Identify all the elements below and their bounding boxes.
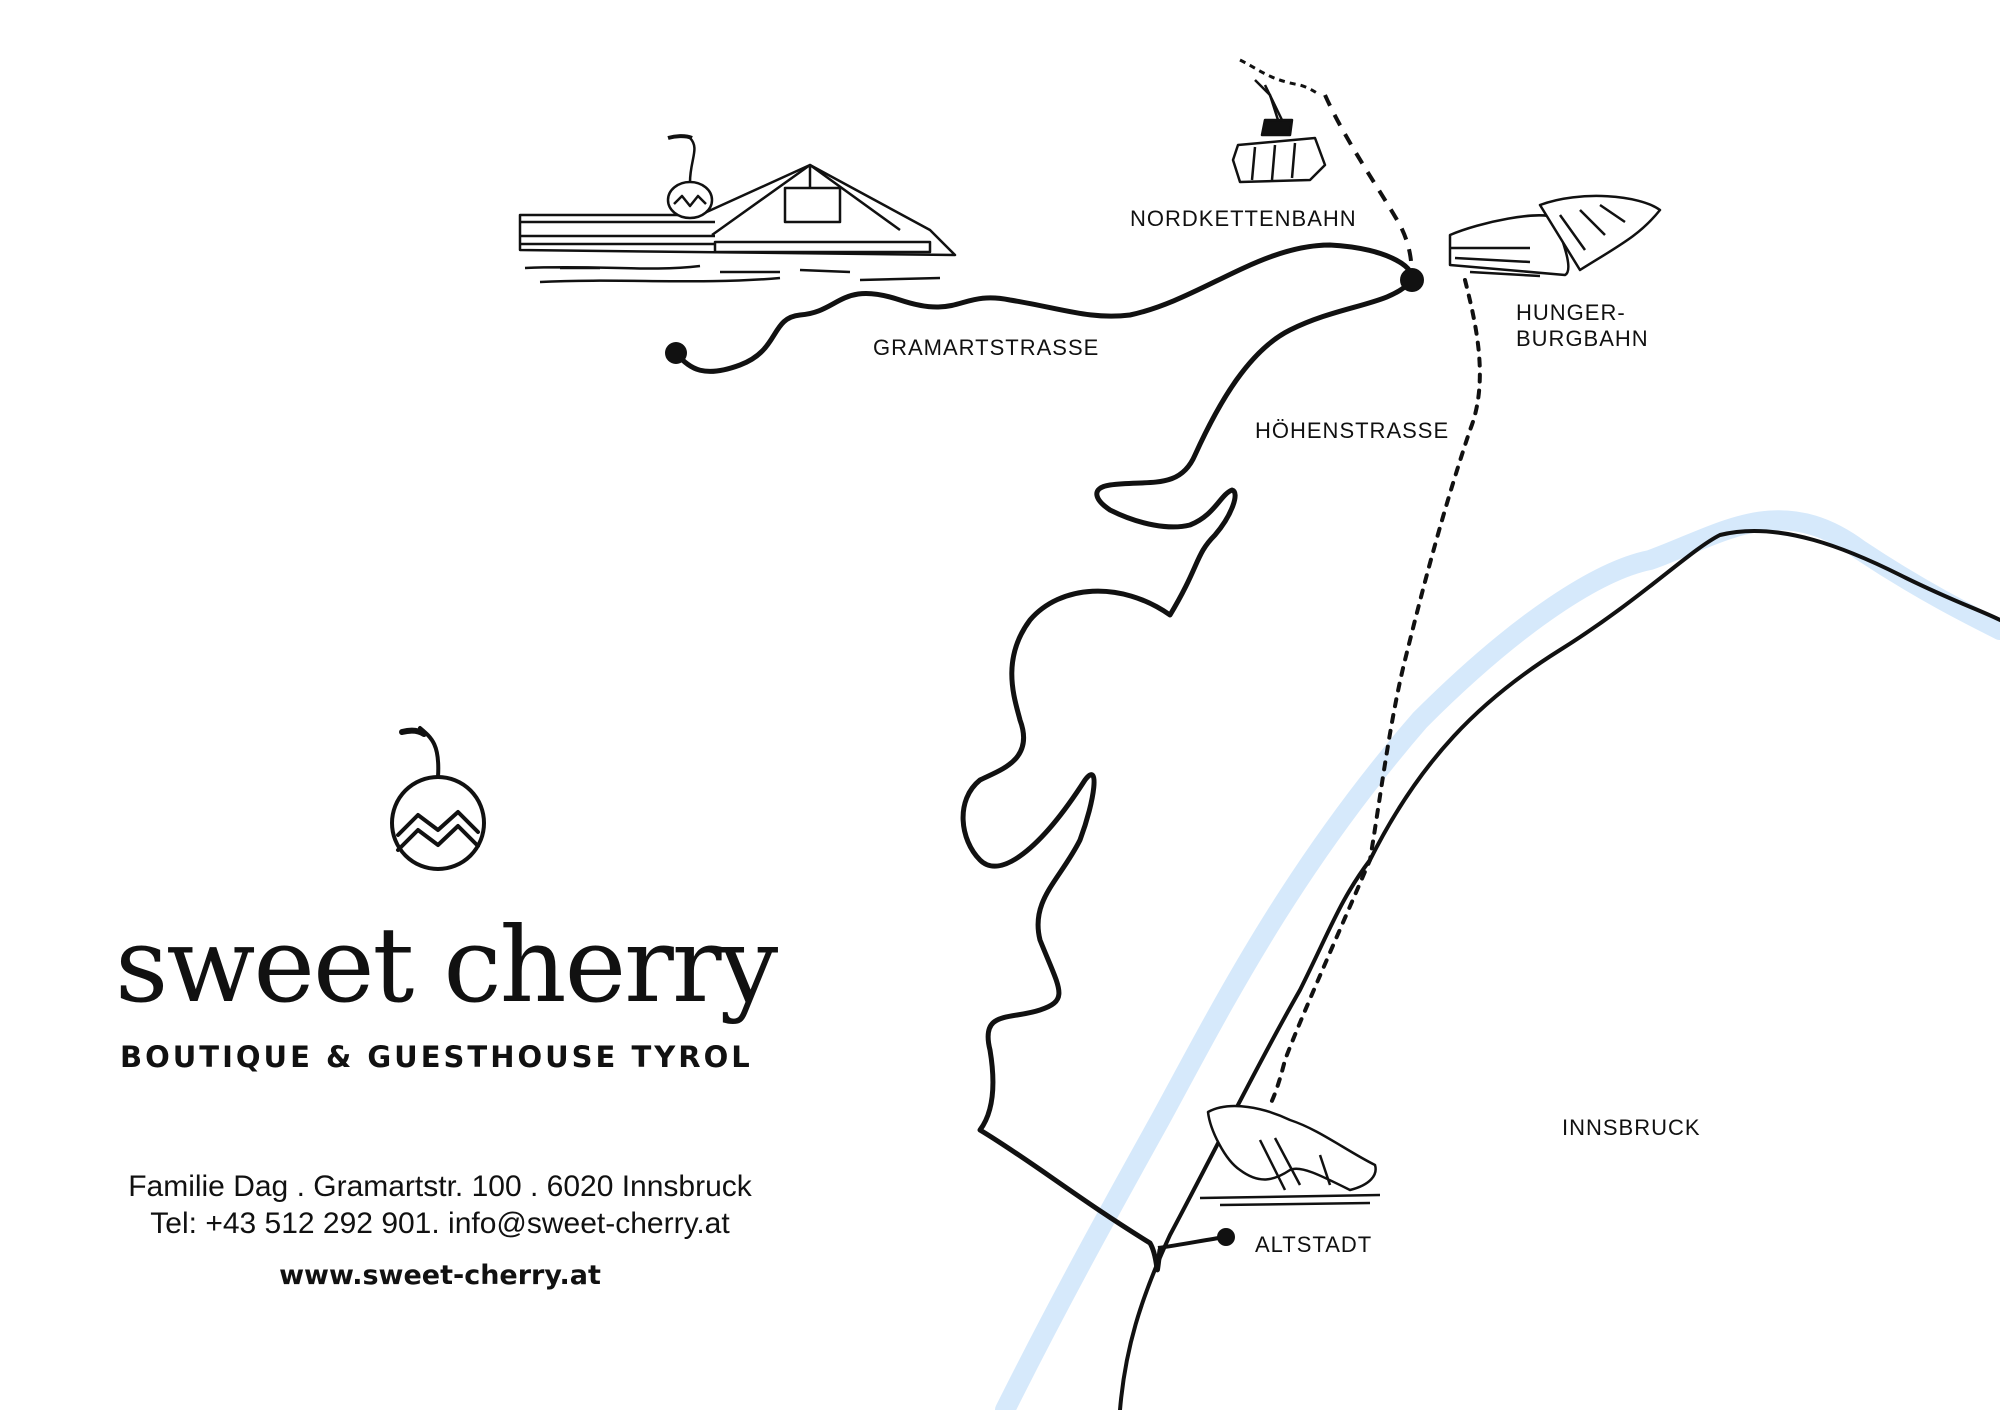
- gramartstrasse-road: [673, 242, 1415, 374]
- brand-tagline: BOUTIQUE & GUESTHOUSE TYROL: [120, 1040, 753, 1074]
- website-link[interactable]: www.sweet-cherry.at: [279, 1260, 601, 1291]
- label-hoehenstrasse: HÖHENSTRASSE: [1255, 418, 1450, 443]
- altstadt-station-icon: [1199, 1104, 1381, 1207]
- brand-name: sweet cherry: [115, 904, 778, 1026]
- hungerburg-station-icon: [1448, 194, 1662, 278]
- cable-line: [1239, 58, 1321, 97]
- hungerburgbahn-line: [1268, 278, 1482, 1107]
- cherry-logo-icon: [390, 726, 486, 871]
- nordkettenbahn-line: [1323, 94, 1414, 283]
- label-innsbruck: INNSBRUCK: [1562, 1115, 1701, 1140]
- cable-car-icon: [1231, 79, 1327, 184]
- guesthouse-marker: [665, 342, 687, 364]
- label-gramartstrasse: GRAMARTSTRASSE: [873, 335, 1100, 360]
- river: [995, 510, 2000, 1410]
- address-line: Familie Dag . Gramartstr. 100 . 6020 Inn…: [128, 1170, 752, 1203]
- hungerburg-junction: [1400, 268, 1424, 292]
- label-hungerburgbahn-2: BURGBAHN: [1516, 326, 1649, 351]
- altstadt-marker: [1217, 1228, 1235, 1246]
- label-hungerburgbahn-1: HUNGER-: [1516, 300, 1626, 325]
- label-nordkettenbahn: NORDKETTENBAHN: [1130, 206, 1357, 231]
- hoehenstrasse-road: [960, 279, 1413, 1273]
- main-road: [1118, 529, 2000, 1410]
- label-altstadt: ALTSTADT: [1255, 1232, 1373, 1257]
- guesthouse-icon: [518, 134, 957, 284]
- contact-line: Tel: +43 512 292 901. info@sweet-cherry.…: [150, 1207, 730, 1240]
